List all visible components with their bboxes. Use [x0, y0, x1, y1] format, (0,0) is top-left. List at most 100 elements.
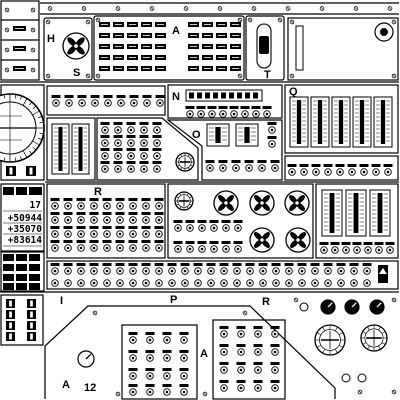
switch-label-plate: [231, 160, 241, 163]
panel-o: [166, 119, 283, 181]
guarded-switch-icon: [27, 299, 36, 308]
switch-slot: [29, 167, 33, 175]
dsky-readouts: 17 +50944 +35070 +83614: [8, 200, 43, 246]
dial-tick: [367, 326, 370, 331]
switch-lever: [273, 166, 277, 170]
switch-lever: [148, 356, 152, 360]
screw-icon: [237, 73, 243, 79]
switch-lever: [188, 112, 192, 116]
label-plate: [13, 26, 26, 31]
switch-lever: [374, 170, 378, 174]
guarded-switch-icon: [6, 299, 15, 308]
switch-label-plate: [258, 263, 268, 266]
fan-hub: [259, 200, 265, 206]
switch-lever: [224, 247, 228, 251]
dial-tick: [316, 344, 322, 348]
switch-lever: [116, 167, 120, 171]
screw-slot: [392, 20, 396, 24]
switch-label-plate: [221, 220, 231, 223]
panel-label-q: Q: [289, 86, 298, 98]
toggle-switch-icon: [102, 240, 112, 252]
screw-slot: [82, 6, 86, 11]
screw-slot: [238, 18, 242, 22]
fdai-tick: [22, 98, 28, 106]
toggle-switch-icon: [141, 226, 151, 238]
toggle-switch-icon: [64, 95, 74, 107]
label-plate: [99, 55, 110, 60]
fan-blade: [67, 45, 77, 55]
screw-slot: [320, 6, 324, 11]
switch-label-plate: [271, 263, 281, 266]
fan-blade: [254, 195, 263, 204]
toggle-switch-icon: [113, 122, 123, 134]
toggle-switch-icon: [337, 279, 345, 287]
dial-tick: [180, 167, 183, 170]
screw-icon: [45, 73, 51, 79]
fdai-tick: [39, 132, 44, 135]
screw-slot: [184, 6, 188, 11]
dial-tick: [179, 206, 182, 209]
switch-lever: [270, 142, 274, 146]
switch-label-plate: [221, 241, 231, 244]
toggle-switch-icon: [173, 220, 183, 232]
toggle-switch-icon: [220, 279, 228, 287]
fan-blade: [296, 202, 305, 211]
screw-slot: [93, 311, 97, 315]
fan-blade: [261, 232, 270, 241]
label-plate: [202, 55, 213, 60]
screw-icon: [95, 17, 101, 23]
toggle-switch-icon: [271, 263, 281, 275]
switch-label-plate: [236, 326, 246, 329]
panel-middle: [96, 117, 199, 181]
meter-gauge: [345, 189, 367, 237]
switch-label-plate: [297, 263, 307, 266]
screw-icon: [115, 391, 121, 397]
dial-tick: [381, 331, 386, 334]
screw-slot: [46, 74, 50, 78]
panel-label-s: S: [73, 67, 80, 79]
screw-slot: [5, 8, 9, 12]
toggle-switch-icon: [185, 241, 195, 253]
screw-slot: [358, 390, 362, 394]
switch-label-plate: [270, 160, 280, 163]
switch-lever: [158, 101, 162, 105]
dsky-register-1: +50944: [8, 213, 43, 224]
label-plate: [127, 44, 138, 49]
toggle-switch-icon: [284, 263, 294, 275]
dsky-register-2: +35070: [8, 224, 43, 235]
switch-label-plate: [152, 135, 162, 138]
fan-blade: [261, 202, 270, 211]
switch-lever: [157, 218, 161, 222]
switch-lever: [144, 218, 148, 222]
label-plate: [230, 22, 241, 27]
switch-label-plate: [115, 263, 125, 266]
toggle-switch-icon: [173, 241, 183, 253]
switch-lever: [106, 101, 110, 105]
switch-lever: [208, 166, 212, 170]
switch-label-plate: [253, 362, 263, 365]
switch-lever: [236, 226, 240, 230]
dial-tick: [186, 206, 189, 209]
screw-icon: [95, 73, 101, 79]
switch-slot: [9, 311, 12, 318]
switch-lever: [355, 248, 359, 252]
toggle-switch-icon: [323, 263, 333, 275]
toggle-switch-icon: [50, 226, 60, 238]
rotary-knob-icon: [320, 299, 336, 315]
toggle-switch-icon: [267, 136, 277, 148]
switch-lever: [131, 338, 135, 342]
switch-label-plate: [162, 384, 172, 387]
switch-label-plate: [218, 160, 228, 163]
toggle-switch-icon: [272, 279, 280, 287]
toggle-switch-icon: [141, 263, 151, 275]
knob-number-label: 12: [84, 382, 96, 394]
switch-lever: [290, 170, 294, 174]
screw-icon: [115, 6, 121, 11]
switch-label-plate: [173, 241, 183, 244]
label-plate: [113, 22, 124, 27]
screw-icon: [391, 297, 397, 303]
switch-label-plate: [152, 161, 162, 164]
switch-label-plate: [179, 384, 189, 387]
switch-label-plate: [185, 241, 195, 244]
label-plate: [216, 22, 227, 27]
